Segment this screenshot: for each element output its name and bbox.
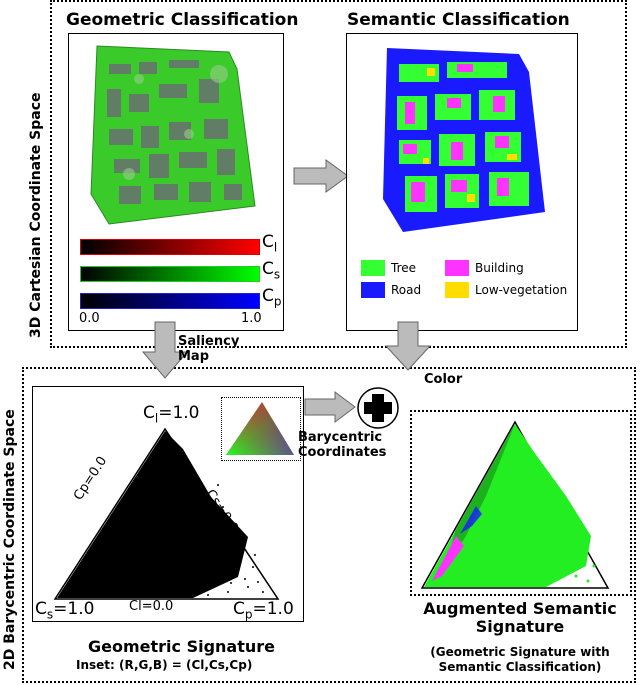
barycentric-space-label: 2D Barycentric Coordinate Space — [2, 409, 18, 670]
semantic-pointcloud — [383, 48, 545, 232]
inset-color-triangle — [226, 402, 294, 455]
arrow-right-icon — [293, 159, 349, 193]
legend-building-swatch — [445, 260, 469, 276]
augmented-signature-subtitle: (Geometric Signature with Semantic Class… — [430, 645, 610, 674]
arrow-to-plus-icon — [304, 391, 356, 423]
cp-colorbar — [80, 293, 260, 309]
arrow-down-saliency-icon — [141, 321, 189, 379]
vertex-cp-label: Cp=1.0 — [233, 599, 294, 622]
inset-frame — [221, 397, 301, 461]
cs-colorbar — [80, 266, 260, 282]
cl-bar-label: Cl — [262, 232, 278, 255]
geometric-signature-inset-note: Inset: (R,G,B) = (Cl,Cs,Cp) — [76, 658, 253, 672]
legend-lowveg-label: Low-vegetation — [475, 283, 568, 297]
arrow-down-semantic-icon — [384, 321, 432, 371]
cp-bar-label: Cp — [262, 286, 282, 309]
geometric-signature-triangle — [53, 427, 280, 600]
cl-colorbar — [80, 239, 260, 255]
augmented-signature-frame — [410, 410, 632, 596]
legend-tree-label: Tree — [391, 261, 417, 275]
edge-cl-label: Cl=0.0 — [129, 599, 174, 614]
bar-min-label: 0.0 — [79, 311, 100, 326]
geometric-signature-title: Geometric Signature — [88, 637, 276, 656]
cs-bar-label: Cs — [262, 259, 281, 282]
color-label: Color — [424, 372, 463, 387]
geometric-pointcloud — [90, 45, 256, 225]
geometric-signature-panel: Cl=1.0 Cs=1.0 Cp=1.0 Cp=0.0 Cs=0.0 Cl=0.… — [32, 386, 304, 622]
bar-max-label: 1.0 — [241, 311, 262, 326]
cartesian-space-label: 3D Cartesian Coordinate Space — [28, 92, 44, 338]
augmented-signature-triangle — [420, 420, 610, 589]
barycentric-coordinates-label: Barycentric Coordinates — [298, 430, 387, 460]
legend-road-label: Road — [391, 283, 422, 297]
vertex-cl-label: Cl=1.0 — [143, 403, 200, 426]
legend-building-label: Building — [475, 261, 524, 275]
vertex-cs-label: Cs=1.0 — [35, 599, 95, 622]
semantic-classification-title: Semantic Classification — [347, 10, 570, 30]
semantic-classification-panel: Tree Road Building Low-vegetation — [346, 33, 578, 331]
augmented-signature-title: Augmented Semantic Signature — [423, 599, 617, 636]
geometric-classification-title: Geometric Classification — [66, 10, 299, 30]
legend-tree-swatch — [361, 260, 385, 276]
legend-lowveg-swatch — [445, 282, 469, 298]
legend-road-swatch — [361, 282, 385, 298]
saliency-map-label: Saliency Map — [178, 334, 240, 364]
cartesian-space-frame — [50, 0, 627, 348]
geometric-classification-panel: Cl Cs Cp 0.0 1.0 — [68, 33, 284, 331]
barycentric-space-frame — [22, 367, 636, 683]
plus-combine-icon — [357, 387, 399, 429]
